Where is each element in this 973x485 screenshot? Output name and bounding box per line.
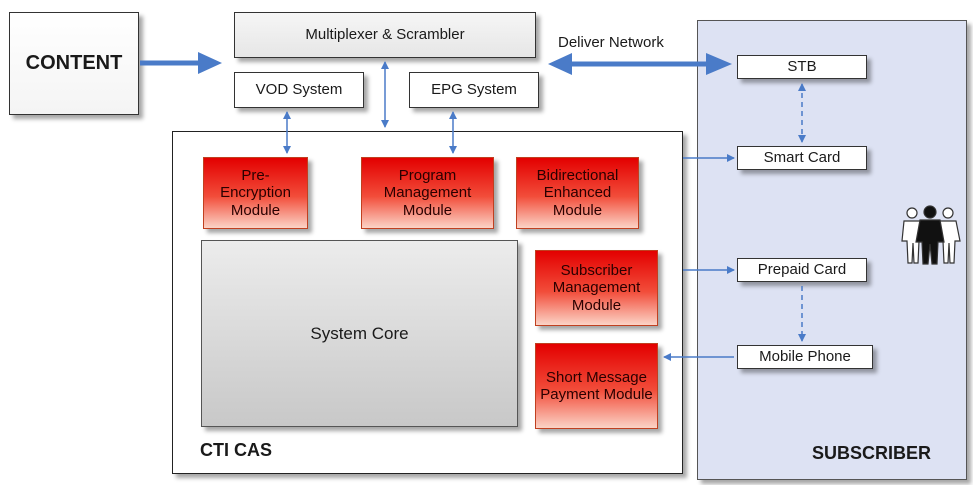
system-core-box: System Core — [201, 240, 518, 427]
mobile-phone-box: Mobile Phone — [737, 345, 873, 369]
vod-system-box: VOD System — [234, 72, 364, 108]
deliver-network-label: Deliver Network — [558, 34, 664, 51]
program-management-module: Program Management Module — [361, 157, 494, 229]
bidirectional-enhanced-module: Bidirectional Enhanced Module — [516, 157, 639, 229]
smart-card-box: Smart Card — [737, 146, 867, 170]
people-group-icon — [901, 205, 961, 265]
pre-encryption-module: Pre-Encryption Module — [203, 157, 308, 229]
stb-box: STB — [737, 55, 867, 79]
subscriber-management-module: Subscriber Management Module — [535, 250, 658, 326]
short-message-payment-module: Short Message Payment Module — [535, 343, 658, 429]
cti-cas-label: CTI CAS — [200, 440, 272, 460]
subscriber-label: SUBSCRIBER — [812, 443, 932, 463]
content-box: CONTENT — [9, 12, 139, 115]
epg-system-box: EPG System — [409, 72, 539, 108]
multiplexer-scrambler-box: Multiplexer & Scrambler — [234, 12, 536, 58]
content-to-mux-arrow — [140, 52, 222, 74]
deliver-network-arrow — [548, 53, 732, 75]
prepaid-card-box: Prepaid Card — [737, 258, 867, 282]
